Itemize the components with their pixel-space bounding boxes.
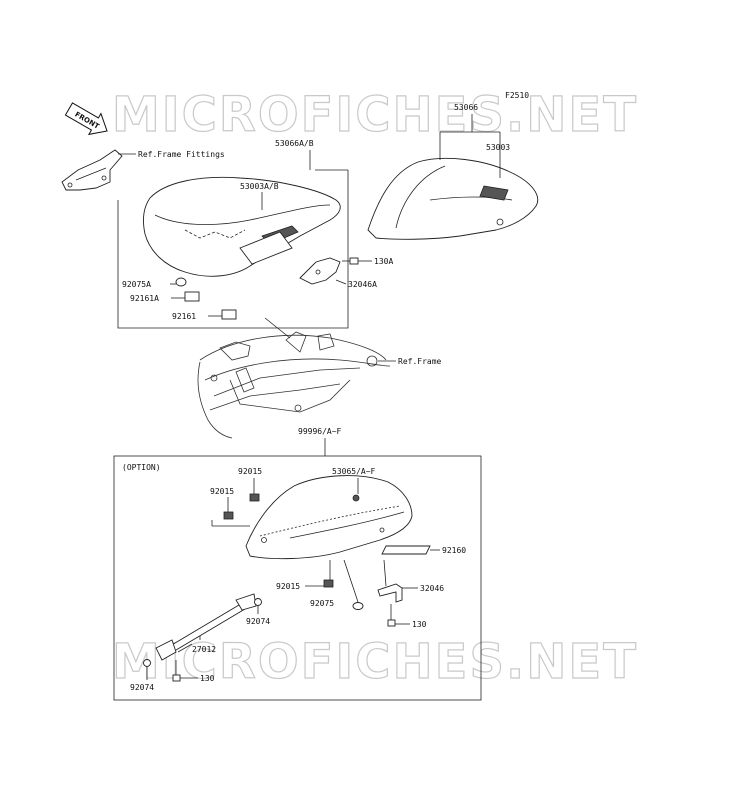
label-92160: 92160 xyxy=(442,546,466,555)
label-92015-left: 92015 xyxy=(210,487,234,496)
clip-92015-left xyxy=(223,511,234,520)
label-92161a: 92161A xyxy=(130,294,159,303)
label-53066ab: 53066A/B xyxy=(275,139,314,148)
seat-53003ab xyxy=(142,176,341,277)
label-130-lower: 130 xyxy=(200,674,215,683)
label-53003: 53003 xyxy=(486,143,510,152)
strap-27012 xyxy=(155,593,257,661)
label-32046a: 32046A xyxy=(348,280,377,289)
clip-92015-bottom xyxy=(323,579,334,588)
front-arrow-icon: FRONT xyxy=(64,102,108,136)
pad-92160 xyxy=(381,545,431,555)
group-box-option xyxy=(113,455,482,701)
damper-92161a xyxy=(184,291,200,302)
nut-92074-left xyxy=(143,659,151,667)
label-92015-bottom: 92015 xyxy=(276,582,300,591)
label-53065: 53065/A~F xyxy=(332,467,376,476)
label-ref-frame-fittings: Ref.Frame Fittings xyxy=(138,150,225,159)
label-32046: 32046 xyxy=(420,584,444,593)
bracket-32046a xyxy=(299,257,341,285)
label-130: 130 xyxy=(412,620,427,629)
label-53003ab: 53003A/B xyxy=(240,182,279,191)
bracket-32046 xyxy=(377,583,403,603)
label-53066: 53066 xyxy=(454,103,478,112)
label-92161: 92161 xyxy=(172,312,196,321)
frame-subframe xyxy=(197,331,391,439)
damper-92161 xyxy=(221,309,237,320)
label-92074-left: 92074 xyxy=(130,683,154,692)
bolt-130a xyxy=(342,257,359,265)
watermark-bottom: MICROFICHES.NET xyxy=(112,634,638,690)
nut-92074-right xyxy=(254,598,262,606)
label-99996: 99996/A~F xyxy=(298,427,342,436)
label-27012: 27012 xyxy=(192,645,216,654)
frame-fitting-bracket xyxy=(61,149,123,191)
label-92075a: 92075A xyxy=(122,280,151,289)
grommet-92075 xyxy=(352,602,364,610)
group-box-seat xyxy=(117,170,349,329)
bolt-130 xyxy=(387,604,396,627)
option-label: (OPTION) xyxy=(122,463,161,472)
grommet-92075a xyxy=(175,277,187,287)
label-92075: 92075 xyxy=(310,599,334,608)
seat-cover-53065 xyxy=(245,475,413,560)
figure-code: F2510 xyxy=(505,91,529,100)
clip-92015-top xyxy=(249,493,260,502)
label-130a: 130A xyxy=(374,257,393,266)
label-ref-frame: Ref.Frame xyxy=(398,357,442,366)
label-92074-right: 92074 xyxy=(246,617,270,626)
watermark-top: MICROFICHES.NET xyxy=(112,87,638,143)
label-92015-top: 92015 xyxy=(238,467,262,476)
seat-cowl-53066 xyxy=(367,157,539,240)
